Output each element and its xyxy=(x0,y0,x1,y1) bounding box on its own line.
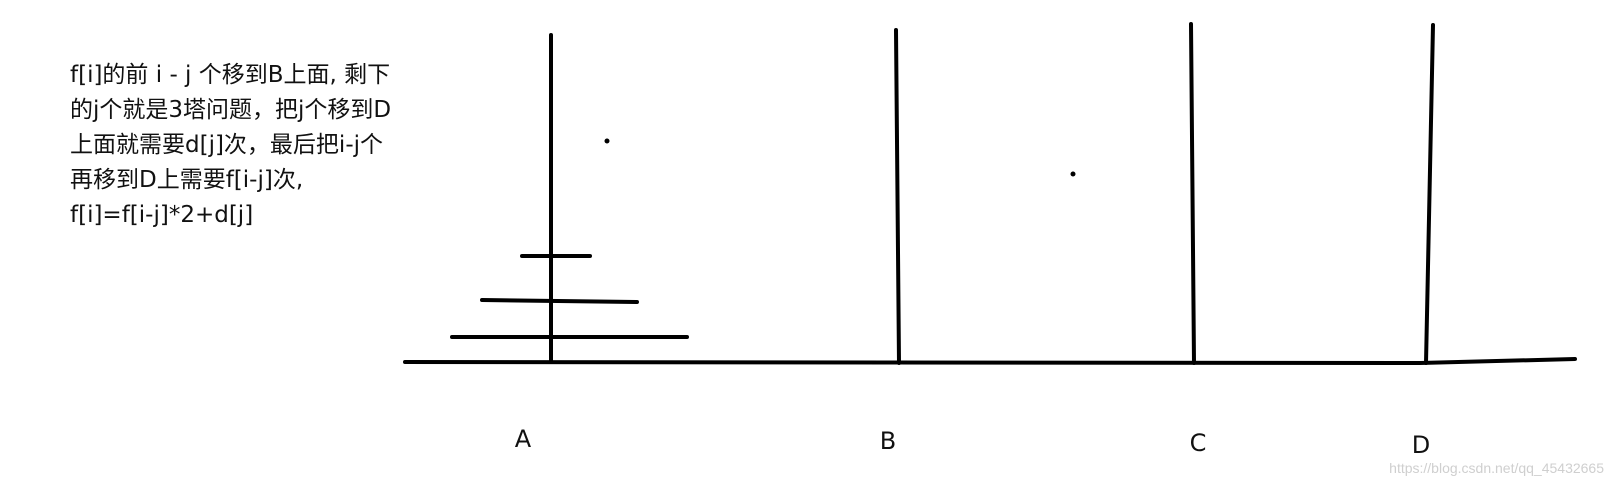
base-line xyxy=(403,357,1577,366)
explanation-formula: f[i]=f[i-j]*2+d[j] xyxy=(70,202,254,228)
peg-d xyxy=(1424,23,1435,365)
peg-b xyxy=(894,28,901,365)
stray-dot xyxy=(1070,171,1076,177)
watermark: https://blog.csdn.net/qq_45432665 xyxy=(1389,460,1604,476)
peg-label-b: B xyxy=(879,427,897,455)
disk-medium xyxy=(480,298,639,304)
peg-c xyxy=(1189,22,1196,365)
peg-label-a: A xyxy=(514,425,532,453)
explanation-line: 的j个就是3塔问题，把j个移到D xyxy=(70,97,392,123)
peg-label-c: C xyxy=(1189,429,1207,457)
explanation-line: 上面就需要d[j]次，最后把i-j个 xyxy=(70,132,384,158)
peg-label-d: D xyxy=(1411,431,1431,459)
explanation-line: f[i]的前 i - j 个移到B上面, 剩下 xyxy=(70,62,391,88)
stray-dot xyxy=(604,138,610,144)
explanation-line: 再移到D上需要f[i-j]次, xyxy=(70,167,304,193)
explanation-text: f[i]的前 i - j 个移到B上面, 剩下 的j个就是3塔问题，把j个移到D… xyxy=(70,58,450,233)
